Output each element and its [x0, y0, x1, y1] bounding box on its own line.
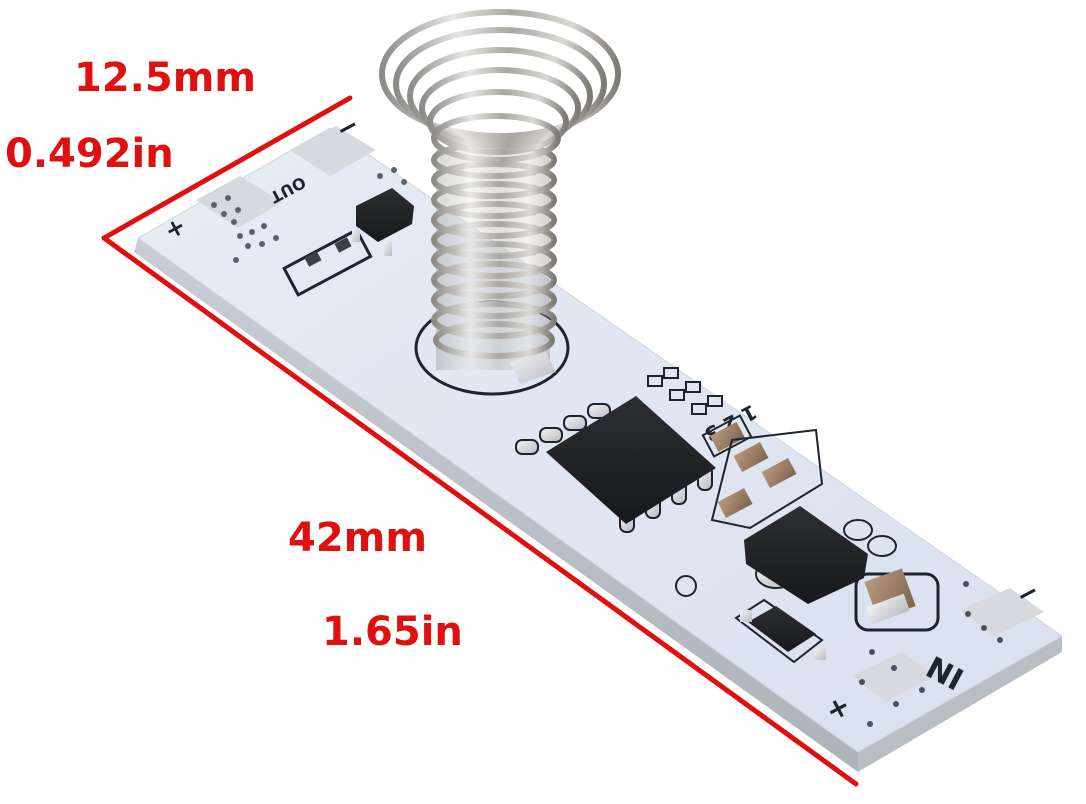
pcb-edge-short: [858, 636, 1062, 772]
sod-diode: [734, 598, 826, 664]
in-plus-pad: [852, 652, 936, 702]
sop8-ic: [515, 396, 716, 533]
out-minus-pad: [290, 126, 376, 176]
dimension-lines: [101, 95, 859, 787]
length-in-label: 1.65in: [322, 609, 463, 655]
sot23-transistor: [282, 188, 414, 297]
length-mm-label: 42mm: [288, 515, 428, 561]
spring: [379, 9, 621, 384]
out-terminal: + − OUT: [160, 109, 407, 263]
width-mm-label: 12.5mm: [74, 55, 257, 101]
spring-foot: [510, 352, 556, 384]
in-capacitor: [854, 568, 940, 632]
pcb-edge-long: [134, 238, 858, 772]
via-dots: [211, 167, 407, 263]
width-dimension-line: [101, 95, 353, 241]
width-in-label: 0.492in: [5, 131, 174, 177]
jumper-pads: [647, 367, 723, 415]
resistor-outline: [282, 227, 373, 297]
in-minus-pad: [960, 588, 1044, 636]
ic-body: [546, 396, 716, 524]
length-dimension-line: [101, 235, 859, 787]
sot89-mosfet: [744, 506, 897, 604]
smd-capacitors: [701, 414, 824, 530]
mosfet-body: [744, 506, 868, 604]
sot23-body: [356, 188, 414, 242]
test-pad: [675, 575, 697, 597]
out-plus-pad: [196, 176, 282, 228]
